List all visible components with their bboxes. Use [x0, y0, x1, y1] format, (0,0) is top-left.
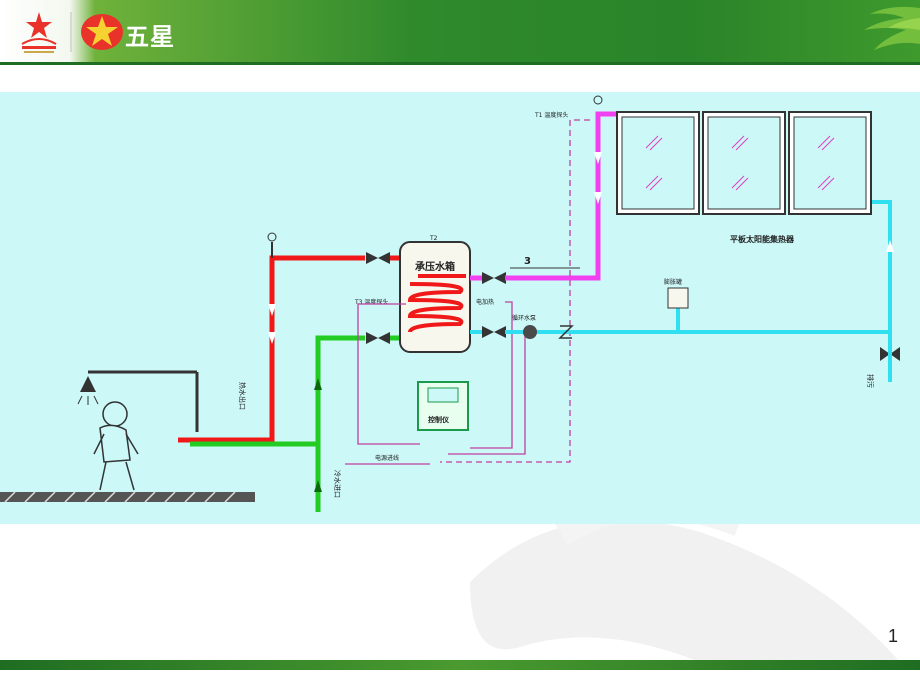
pressure-tank [399, 241, 471, 353]
controller-label: 控制仪 [428, 415, 450, 424]
sensor-wire [345, 119, 590, 465]
footer-space [0, 670, 920, 690]
brand-name: 五星 [125, 23, 175, 51]
controller-box [417, 381, 469, 431]
page-number: 1 [887, 626, 898, 646]
circulation-pump-icon [523, 325, 537, 339]
power-label: 电源进线 [375, 454, 399, 462]
t3-label: T3 温度探头 [354, 298, 388, 306]
solar-collector-panels [616, 111, 872, 215]
return-pipe [470, 200, 892, 382]
hot-pipe-arrows [268, 304, 276, 344]
ground-hatching [4, 491, 236, 503]
person-icon [93, 401, 139, 491]
t1-label: T1 温度探头 [534, 111, 568, 119]
valve-icon [366, 252, 900, 361]
return-pipe-arrows [886, 240, 894, 252]
cold-pipe-arrows [314, 378, 322, 492]
header-bar: 五星 [0, 0, 920, 62]
check-valve-icon [558, 325, 574, 339]
cold-in-label: 冷水进口 [333, 470, 342, 498]
ground-floor [0, 492, 255, 502]
air-vent-icon [593, 95, 603, 105]
brand-star-icon [81, 14, 123, 50]
hot-out-label: 热水出口 [238, 382, 247, 410]
flame-decoration-icon [864, 6, 920, 50]
shower-head-icon [77, 370, 199, 432]
pump-label: 循环水泵 [512, 314, 536, 322]
logo-divider [70, 12, 72, 52]
emblem-logo-icon [21, 12, 57, 53]
heater-label: 电加热 [476, 298, 494, 306]
drain-label: 排污 [866, 374, 875, 388]
expansion-label: 膨胀罐 [664, 278, 682, 286]
collector-label: 平板太阳能集热器 [730, 234, 795, 244]
solar-water-heater-diagram: 热水出口 冷水进口 承压水箱 T2 T3 温度探头 电加热 3 T1 温度探头 [0, 92, 920, 524]
solar-pipe-arrows [594, 152, 602, 204]
footer-bar [0, 660, 920, 670]
tank-top-label: T2 [429, 235, 438, 242]
air-vent-icon [267, 232, 277, 242]
pipe-marker: 3 [524, 256, 531, 267]
header-stripe [0, 62, 920, 65]
tank-label: 承压水箱 [415, 260, 455, 273]
expansion-tank [667, 287, 689, 309]
